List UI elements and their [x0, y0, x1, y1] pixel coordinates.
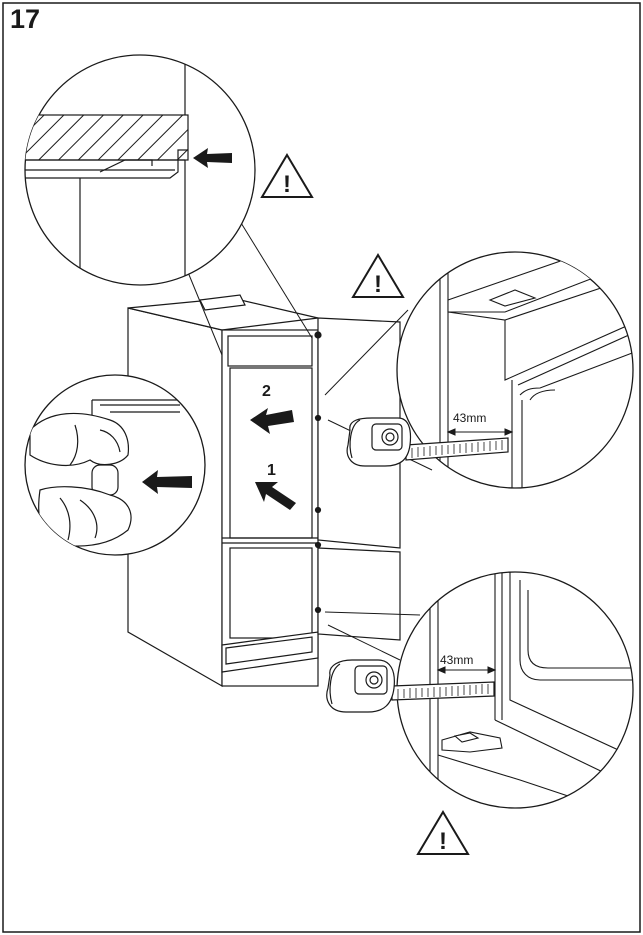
svg-text:!: !	[283, 171, 291, 198]
hand-arrow-icon	[142, 470, 192, 494]
step-number: 17	[10, 4, 40, 34]
arrow-2-label: 2	[262, 383, 271, 400]
dimension-lower	[436, 666, 497, 674]
arrow-1-label: 1	[267, 462, 276, 479]
svg-text:!: !	[439, 828, 447, 855]
tape-measure-icon-lower	[326, 659, 495, 713]
arrow-1-icon	[255, 482, 296, 510]
svg-text:!: !	[374, 271, 382, 298]
dimension-upper	[446, 428, 514, 436]
warning-triangle-icon-top: !	[260, 153, 314, 198]
warning-triangle-icon-bottom: !	[416, 810, 470, 855]
measurement-lower-label: 43mm	[440, 653, 473, 667]
detail-top-arrow-icon	[193, 148, 232, 168]
arrow-2-icon	[250, 408, 294, 434]
measurement-upper-label: 43mm	[453, 411, 486, 425]
warning-triangle-icon-middle: !	[351, 253, 405, 298]
hand-icon	[29, 399, 180, 547]
tape-measure-icon-upper	[346, 417, 509, 467]
